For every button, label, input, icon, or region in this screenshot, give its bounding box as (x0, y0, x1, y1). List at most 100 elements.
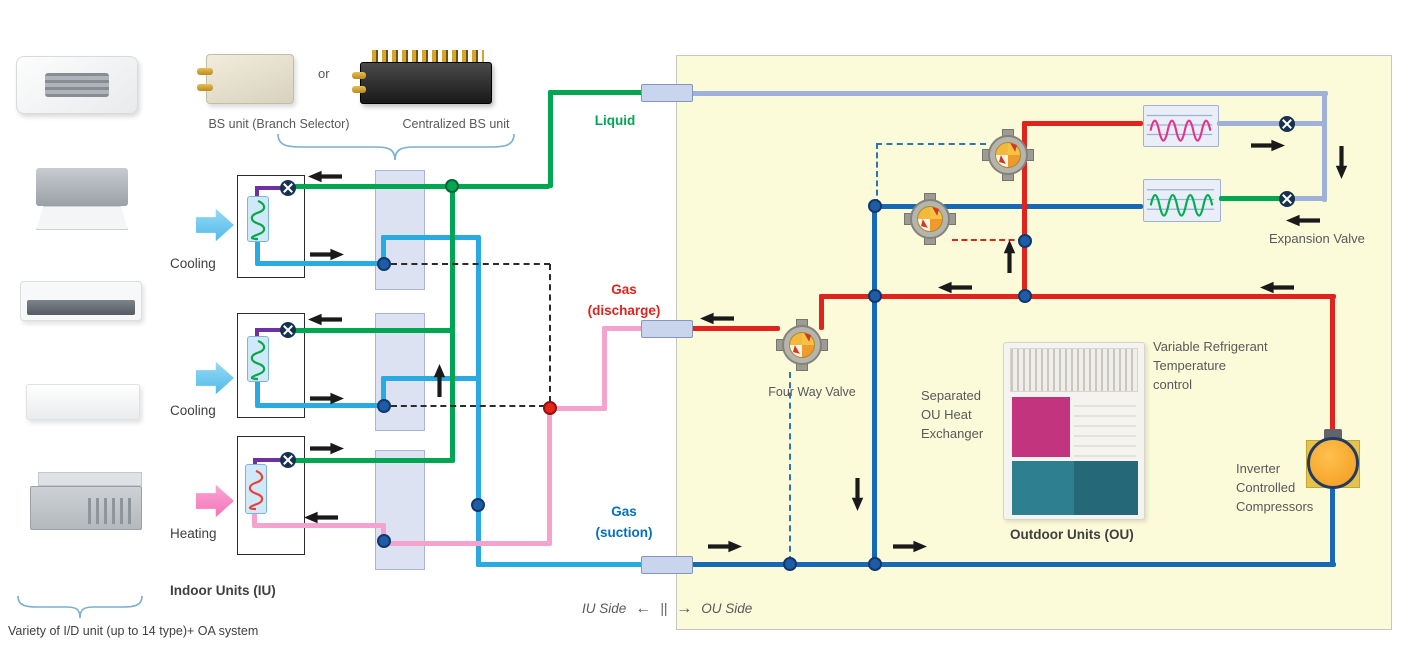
pipe-bs2-suction-up (381, 376, 386, 407)
iu3-coil-path (248, 469, 264, 511)
iu3-coil-icon (245, 464, 267, 514)
fwv-core (917, 206, 943, 232)
suspended-front-band (27, 300, 135, 315)
pipe-bs2-suction-link (381, 376, 480, 381)
or-label: or (318, 66, 330, 81)
iu-ou-side-divider-label: IU Side ← || → OU Side (582, 599, 752, 618)
mode-label-heating: Heating (170, 526, 217, 541)
iu1-coil-path (250, 199, 266, 241)
ou-magenta-panel (1012, 397, 1070, 457)
flow-arrow-right-icon (310, 442, 344, 455)
indoor-units-brace (17, 595, 143, 619)
flow-arrow-right-icon (708, 540, 742, 553)
vrt-line2: Temperature (1153, 358, 1226, 373)
control-line-riser (549, 264, 551, 402)
flow-arrow-right-icon (893, 540, 927, 553)
junction-dot-hot-gas (543, 401, 557, 415)
heating-mode-arrow-icon (196, 484, 234, 518)
expansion-valve-icon-1 (1279, 116, 1295, 132)
iu2-coil-path (250, 339, 266, 381)
pipe-discharge-to-iu (690, 326, 780, 331)
centralized-bs-body (360, 62, 492, 104)
centralized-bs-unit-photo (352, 50, 492, 106)
pipe-iu1-valve-stub (256, 186, 282, 190)
flow-arrow-up-icon (433, 364, 446, 397)
vrt-control-label: Variable Refrigerant Temperature control (1153, 337, 1268, 394)
pipe-iu1-suction-out (255, 261, 388, 266)
flow-arrow-right-icon (1251, 139, 1285, 152)
four-way-valve-icon-2 (904, 193, 956, 245)
junction-dot-ou-6 (1018, 289, 1032, 303)
pipe-iu2-valve-drop (255, 328, 259, 338)
inverter-line2: Controlled (1236, 480, 1296, 495)
flow-arrow-left-icon (308, 170, 342, 183)
gas-suction-label: Gas (suction) (577, 501, 671, 543)
indoor-unit-photo-ducted (30, 472, 142, 536)
control-line-fwv2-red (952, 239, 1024, 241)
junction-dot-bs3 (377, 534, 391, 548)
junction-dot-liquid (445, 179, 459, 193)
separated-hx-label: Separated OU Heat Exchanger (921, 386, 983, 443)
junction-dot-ou-5 (1018, 234, 1032, 248)
pipe-liquid-hx2-link (1293, 196, 1326, 201)
separated-line2: OU Heat (921, 407, 972, 422)
indoor-unit-photo-panel (26, 384, 140, 420)
mode-label-cooling-2: Cooling (170, 403, 216, 418)
pipe-liquid-ou-riser (1322, 91, 1327, 202)
cooling-mode-arrow-icon (196, 361, 234, 395)
pipe-iu3-valve-drop (253, 458, 257, 466)
pipe-iu3-valve-stub (254, 458, 282, 462)
control-line-fwv3-drop (876, 143, 878, 205)
separated-line3: Exchanger (921, 426, 984, 441)
pipe-suction-iu-riser (476, 235, 481, 567)
junction-dot-ou-4 (868, 199, 882, 213)
gas-suction-line1: Gas (611, 504, 637, 519)
separated-line1: Separated (921, 388, 981, 403)
four-way-valve-label: Four Way Valve (768, 385, 856, 399)
variety-label: Variety of I/D unit (up to 14 type)+ OA … (8, 624, 259, 638)
ducted-slots (88, 498, 136, 524)
divider-mark: || (660, 601, 668, 616)
control-line-fwv1-blue (789, 372, 791, 562)
flow-arrow-left-icon (304, 511, 338, 524)
flow-arrow-left-icon (700, 312, 734, 325)
pipe-liquid-up-link (548, 90, 553, 188)
four-way-valve-icon-1 (776, 319, 828, 371)
mode-label-cooling-1: Cooling (170, 256, 216, 271)
bs-pipe-stub (352, 86, 366, 93)
pipe-discharge-main (819, 294, 1336, 299)
inverter-line3: Compressors (1236, 499, 1314, 514)
pipe-suction-compressor-inlet (1330, 486, 1335, 566)
gas-discharge-label: Gas (discharge) (572, 279, 676, 321)
fwv-core (995, 142, 1021, 168)
liquid-pipe-label: Liquid (594, 113, 636, 128)
ou-heat-exchanger-1 (1143, 105, 1219, 147)
pipe-heating-gas-link (547, 406, 607, 411)
ou-heat-exchanger-2 (1143, 179, 1221, 222)
pipe-liquid-iu-main (548, 90, 652, 95)
pipe-suction-ou-main (660, 562, 1336, 567)
junction-dot-suction-riser (471, 498, 485, 512)
pipe-discharge-hx1-riser (1022, 121, 1027, 299)
flow-arrow-right-icon (310, 248, 344, 261)
flow-arrow-left-icon (308, 313, 342, 326)
junction-dot-ou-2 (868, 557, 882, 571)
bs-unit-box-3 (375, 450, 425, 570)
pipe-discharge-compressor-out (1330, 294, 1335, 444)
compressor-icon (1307, 437, 1359, 489)
outdoor-unit-image (1003, 342, 1145, 520)
gas-suction-line2: (suction) (595, 525, 653, 540)
compact-cassette-panel (36, 206, 128, 230)
bs-units-brace (277, 133, 515, 161)
pipe-iu2-suction-drop (255, 380, 260, 406)
pipe-iu3-gas-in (252, 523, 386, 528)
indoor-units-label: Indoor Units (IU) (170, 583, 276, 598)
inverter-compressors-label: Inverter Controlled Compressors (1236, 459, 1313, 516)
ou-grille (1010, 348, 1138, 392)
vrt-line1: Variable Refrigerant (1153, 339, 1268, 354)
pipe-heating-gas-up (602, 326, 607, 410)
bs-pipe-stub (352, 72, 366, 79)
pipe-bs1-suction-link (381, 235, 480, 240)
flow-arrow-left-icon (1286, 214, 1320, 227)
